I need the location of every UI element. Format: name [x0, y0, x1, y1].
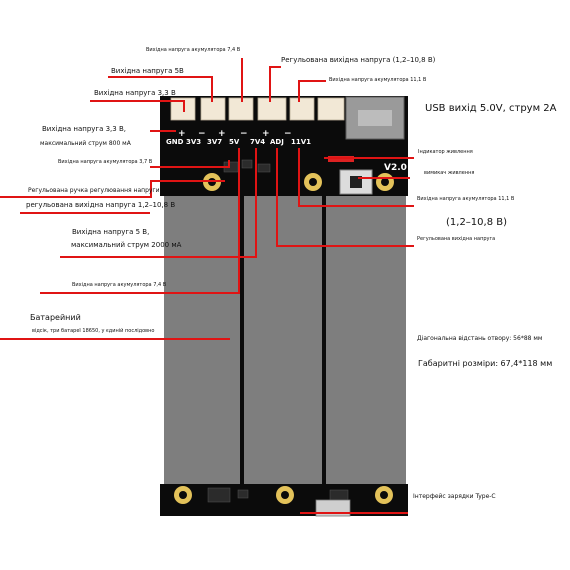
label-out-11v1-right: Вихідна напруга акумулятора 11,1 В	[417, 196, 515, 202]
pin-label-7v4: 7V4	[250, 138, 265, 146]
label-out-3v3-line1: Вихідна напруга 3,3 В,	[42, 125, 126, 133]
pin-label-adj: ADJ	[270, 138, 284, 146]
leader-line	[324, 157, 414, 159]
leader-line	[150, 166, 230, 168]
label-adj-knob-line2: регульована вихідна напруга 1,2–10,8 В	[26, 201, 176, 209]
label-out-3v3-top: Вихідна напруга 3,3 В	[94, 89, 176, 97]
version-label: V2.0	[384, 163, 407, 173]
battery-divider-2	[322, 196, 326, 484]
label-out-5v-top: Вихідна напруга 5В	[111, 67, 184, 75]
leader-line	[150, 180, 152, 198]
leader-line	[276, 245, 414, 247]
leader-line	[298, 148, 300, 206]
leader-line	[20, 212, 150, 214]
leader-line	[300, 512, 408, 514]
leader-line	[358, 177, 410, 179]
leader-line	[150, 130, 176, 132]
leader-line	[183, 100, 185, 112]
pin-sign: +	[178, 129, 186, 139]
leader-line	[276, 148, 278, 246]
battery-divider-1	[240, 196, 244, 484]
leader-line	[298, 205, 414, 207]
leader-line	[238, 148, 240, 294]
label-reg-out-top: Регульована вихідна напруга (1,2–10,8 В)	[281, 56, 436, 64]
leader-line	[211, 76, 213, 102]
leader-line	[269, 66, 281, 68]
leader-line	[241, 58, 243, 102]
leader-line	[0, 196, 150, 198]
pin-label-11v1: 11V1	[291, 138, 311, 146]
pin-label-strip	[164, 130, 314, 148]
label-out-3v7: Вихідна напруга акумулятора 3,7 В	[58, 159, 153, 165]
pin-sign: +	[262, 129, 270, 139]
label-usb-output: USB вихід 5.0V, струм 2А	[425, 103, 557, 114]
leader-line	[90, 100, 184, 102]
label-out-11v1-top: Вихідна напруга акумулятора 11,1 В	[329, 77, 427, 83]
label-power-switch: вимикач живлення	[424, 170, 475, 176]
pin-signs: + − + − + −	[178, 129, 292, 139]
pin-label-gnd: GND	[166, 138, 184, 146]
leader-line	[269, 66, 271, 102]
leader-line	[228, 160, 230, 168]
pin-sign: +	[218, 129, 226, 139]
usb-port-inner	[358, 110, 392, 126]
label-out-3v3-line2: максимальний струм 800 мА	[40, 140, 131, 147]
leader-line	[255, 148, 257, 258]
pin-label-3v3: 3V3	[186, 138, 201, 146]
label-battery-desc: відсік, три батареї 18650, у єдиній посл…	[32, 328, 155, 334]
label-out-7v4-bottom: Вихідна напруга акумулятора 7,4 В	[72, 282, 167, 288]
battery-holder	[164, 196, 406, 484]
pin-label-3v7: 3V7	[207, 138, 222, 146]
label-power-indicator: Індикатор живлення	[418, 149, 473, 155]
label-out-5v-line2: максимальний струм 2000 мА	[71, 241, 182, 249]
leader-line	[298, 80, 300, 102]
pin-sign: −	[198, 129, 206, 139]
label-out-5v-line1: Вихідна напруга 5 В,	[72, 228, 150, 236]
pin-sign: −	[284, 129, 292, 139]
leader-line	[108, 76, 212, 78]
header-connectors	[170, 97, 345, 121]
power-switch-knob	[350, 176, 362, 188]
leader-line	[60, 256, 256, 258]
leader-line	[40, 292, 240, 294]
label-dimensions: Габаритні розміри: 67,4*118 мм	[418, 359, 553, 368]
label-typec: Інтерфейс зарядки Type-C	[413, 493, 496, 500]
label-battery-title: Батарейний	[30, 313, 81, 322]
label-hole-distance: Діагональна відстань отвору: 56*88 мм	[417, 335, 543, 342]
leader-line	[298, 80, 326, 82]
label-adj-knob-line1: Регульована ручка регулювання напруги,	[28, 187, 162, 194]
pin-label-5v: 5V	[229, 138, 240, 146]
label-range-big: (1,2–10,8 В)	[446, 217, 508, 228]
leader-line	[0, 338, 230, 340]
label-reg-out-right: Регульована вихідна напруга	[417, 236, 496, 242]
label-out-7v4-top: Вихідна напруга акумулятора 7,4 В	[146, 47, 241, 53]
pin-sign: −	[240, 129, 248, 139]
power-indicator-led	[328, 156, 354, 162]
leader-line	[150, 180, 225, 182]
